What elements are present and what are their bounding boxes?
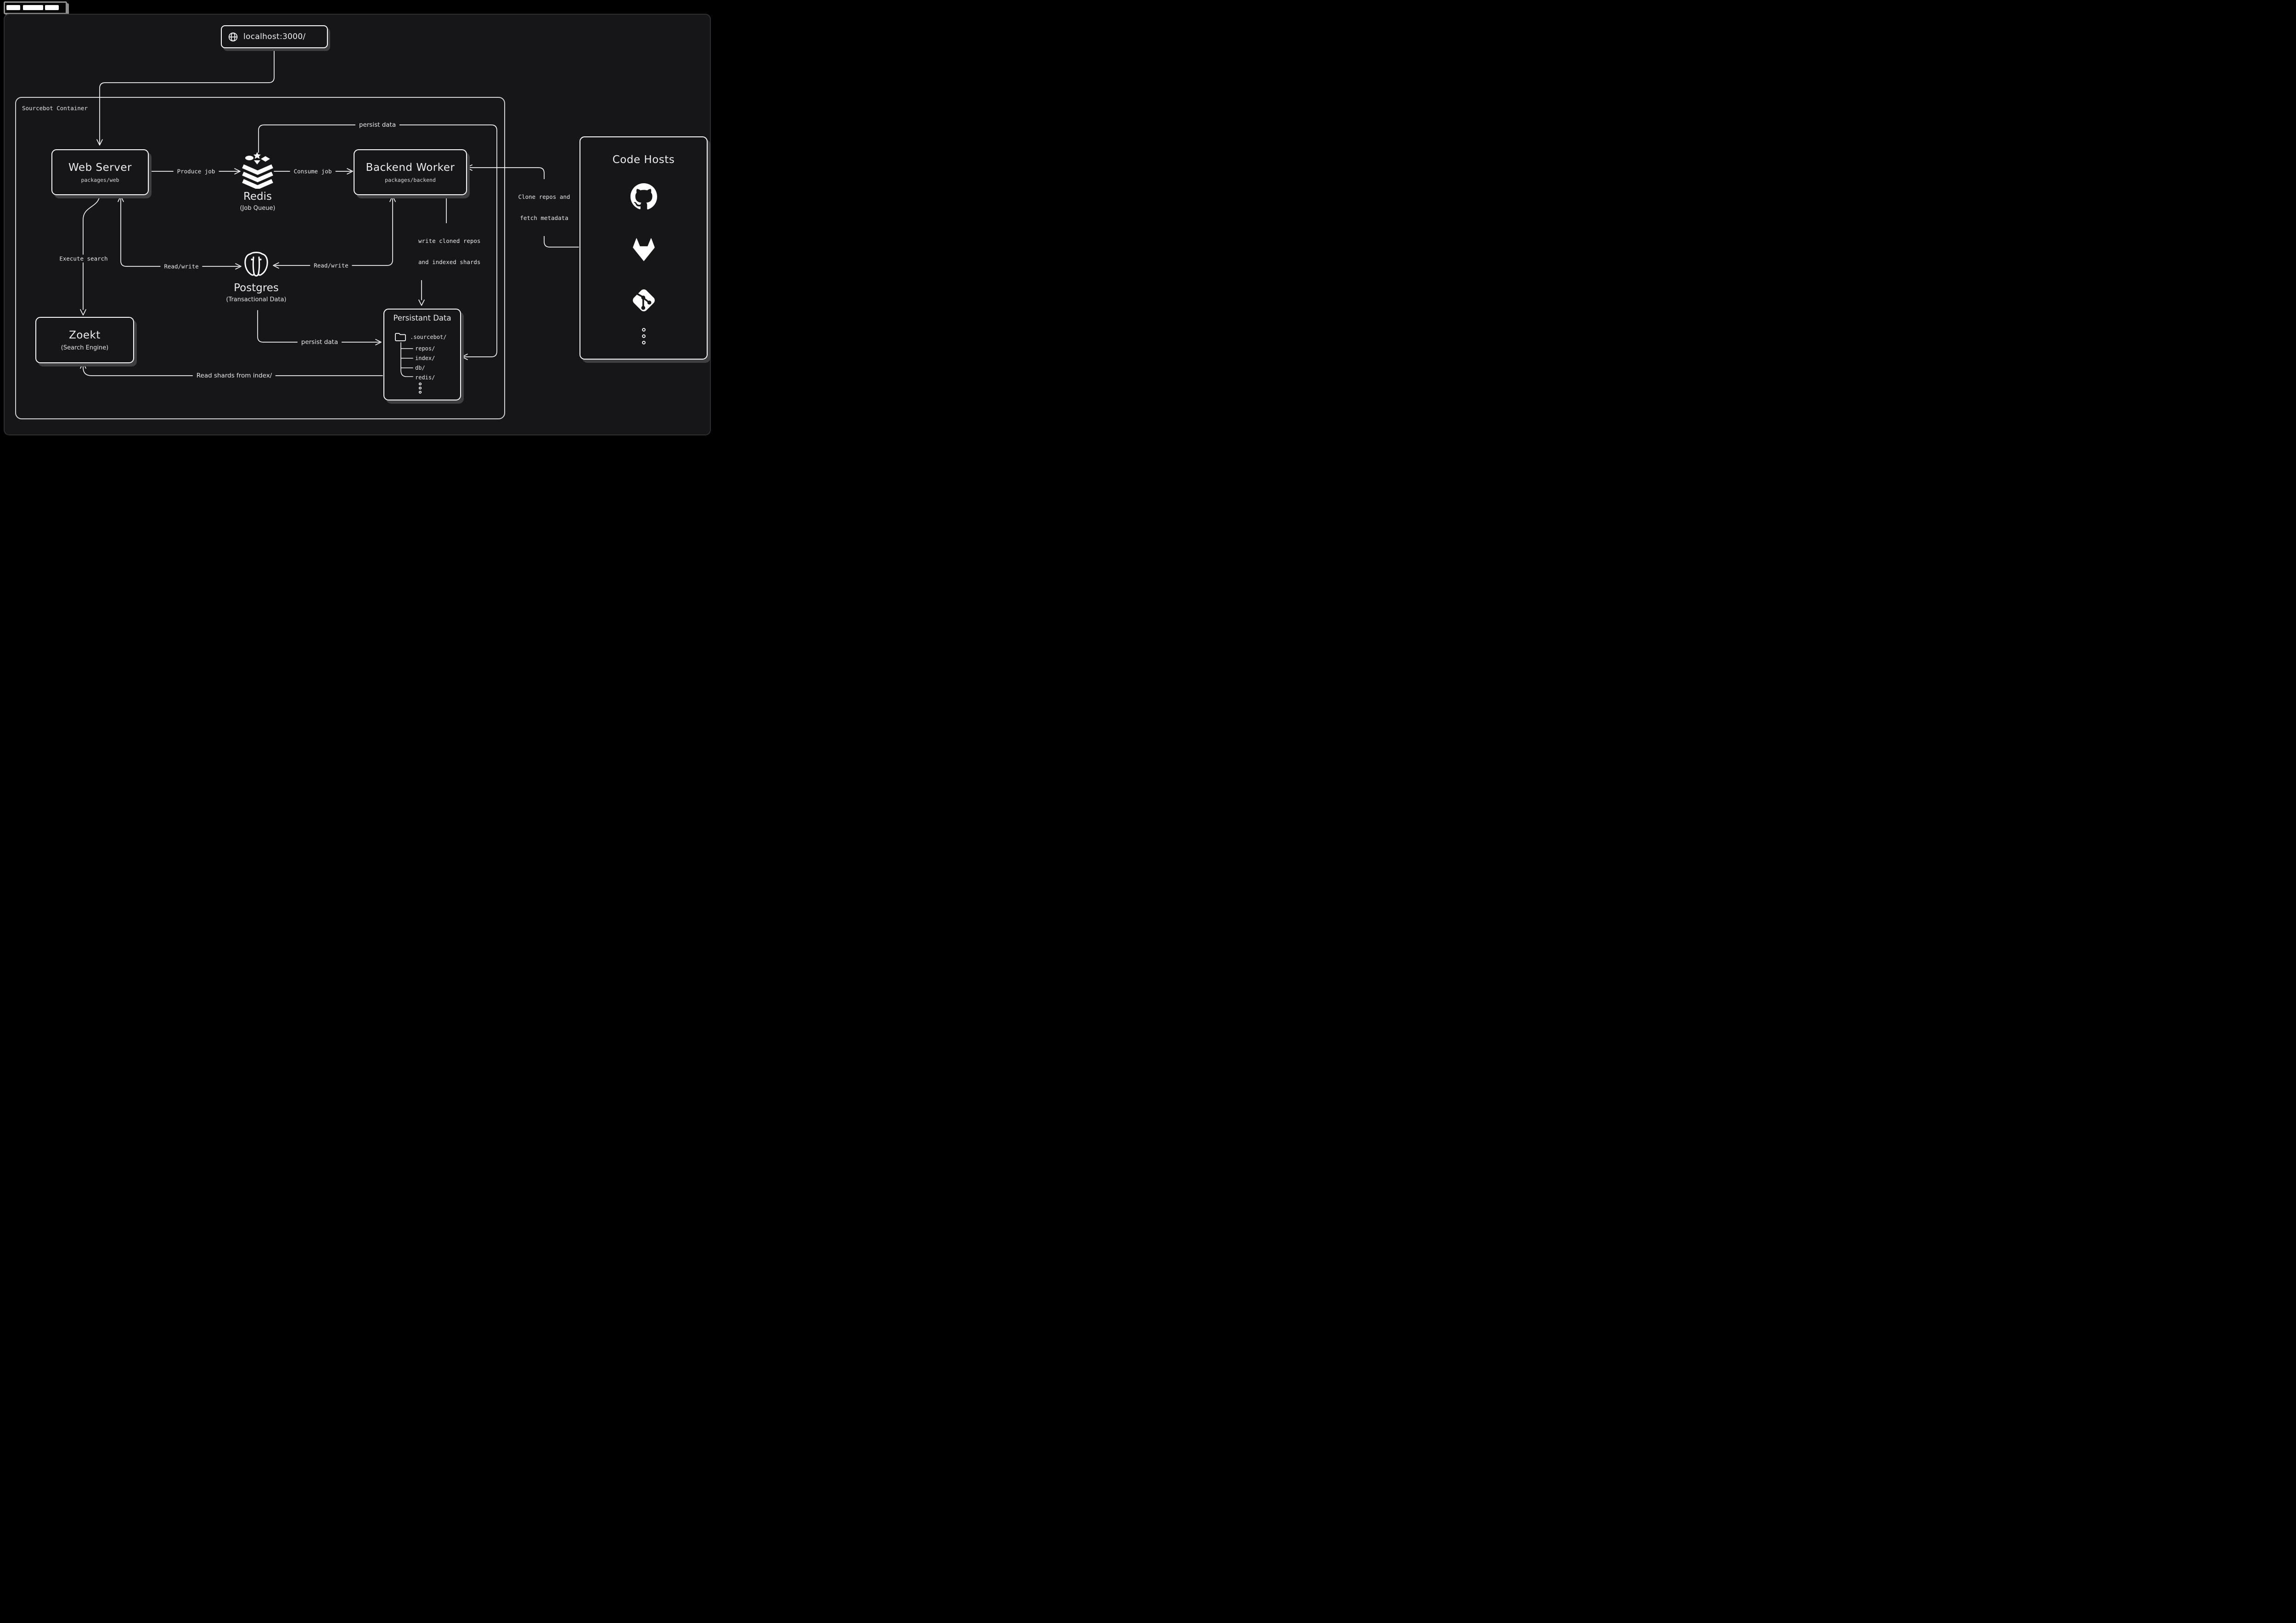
- backend-worker-subtitle: packages/backend: [385, 176, 436, 183]
- postgres-subtitle: (Transactional Data): [226, 296, 287, 303]
- node-redis: Redis (Job Queue): [212, 152, 304, 212]
- edge-label-execute-search: Execute search: [56, 254, 112, 263]
- edge-label-read-write-left: Read/write: [160, 262, 203, 270]
- vertical-ellipsis-icon: [642, 328, 646, 344]
- node-postgres: Postgres (Transactional Data): [210, 250, 302, 303]
- edge-label-clone-repos-line1: Clone repos and: [518, 193, 570, 200]
- web-server-subtitle: packages/web: [81, 176, 119, 183]
- edge-label-read-write-right: Read/write: [310, 261, 352, 270]
- folder-label: .sourcebot/: [410, 334, 447, 340]
- tree-item: db/: [415, 365, 425, 371]
- globe-icon: [228, 32, 238, 41]
- backend-worker-title: Backend Worker: [366, 161, 455, 174]
- node-zoekt: Zoekt (Search Engine): [35, 317, 134, 363]
- redis-subtitle: (Job Queue): [240, 205, 276, 212]
- code-hosts-title: Code Hosts: [612, 154, 675, 166]
- edge-label-persist-data-bottom: persist data: [297, 338, 342, 346]
- sourcebot-container-label: Sourcebot Container: [22, 105, 88, 112]
- edge-label-produce-job: Produce job: [173, 167, 219, 175]
- tree-item: repos/: [415, 345, 435, 352]
- window-chrome-block: [6, 5, 20, 10]
- gitlab-icon: [632, 238, 655, 261]
- window-chrome: [4, 1, 67, 14]
- url-text: localhost:3000/: [243, 32, 306, 41]
- postgres-title: Postgres: [234, 282, 279, 294]
- window-chrome-block: [23, 5, 43, 10]
- git-icon: [632, 289, 655, 311]
- edge-label-consume-job: Consume job: [290, 167, 336, 175]
- postgres-icon: [244, 252, 268, 277]
- diagram-canvas: Sourcebot Container: [0, 0, 715, 440]
- tree-item: index/: [415, 355, 435, 361]
- persistant-data-title: Persistant Data: [393, 314, 451, 322]
- tree-item: redis/: [415, 374, 435, 381]
- edge-label-write-cloned-line2: and indexed shards: [418, 259, 481, 265]
- redis-title: Redis: [243, 191, 272, 203]
- zoekt-title: Zoekt: [69, 329, 101, 341]
- edge-label-clone-repos-line2: fetch metadata: [520, 214, 568, 221]
- zoekt-subtitle: (Search Engine): [61, 344, 109, 351]
- tree-lines: [400, 342, 413, 377]
- edge-label-write-cloned: write cloned repos and indexed shards: [415, 223, 484, 280]
- vertical-ellipsis-icon: [418, 382, 422, 394]
- edge-label-write-cloned-line1: write cloned repos: [418, 237, 481, 244]
- edge-label-persist-data-top: persist data: [355, 121, 400, 129]
- node-persistant-data: Persistant Data .sourcebot/ repos/ index…: [383, 309, 461, 400]
- web-server-title: Web Server: [68, 161, 132, 174]
- node-backend-worker: Backend Worker packages/backend: [354, 149, 467, 195]
- edge-label-clone-repos: Clone repos and fetch metadata: [514, 179, 574, 236]
- edge-label-read-shards: Read shards from index/: [192, 372, 276, 380]
- github-icon: [630, 183, 657, 210]
- node-web-server: Web Server packages/web: [51, 149, 149, 195]
- node-code-hosts: Code Hosts: [580, 136, 708, 360]
- folder-icon: [395, 333, 406, 341]
- redis-icon: [242, 152, 273, 189]
- url-bar: localhost:3000/: [221, 25, 328, 48]
- window-chrome-block: [45, 5, 59, 10]
